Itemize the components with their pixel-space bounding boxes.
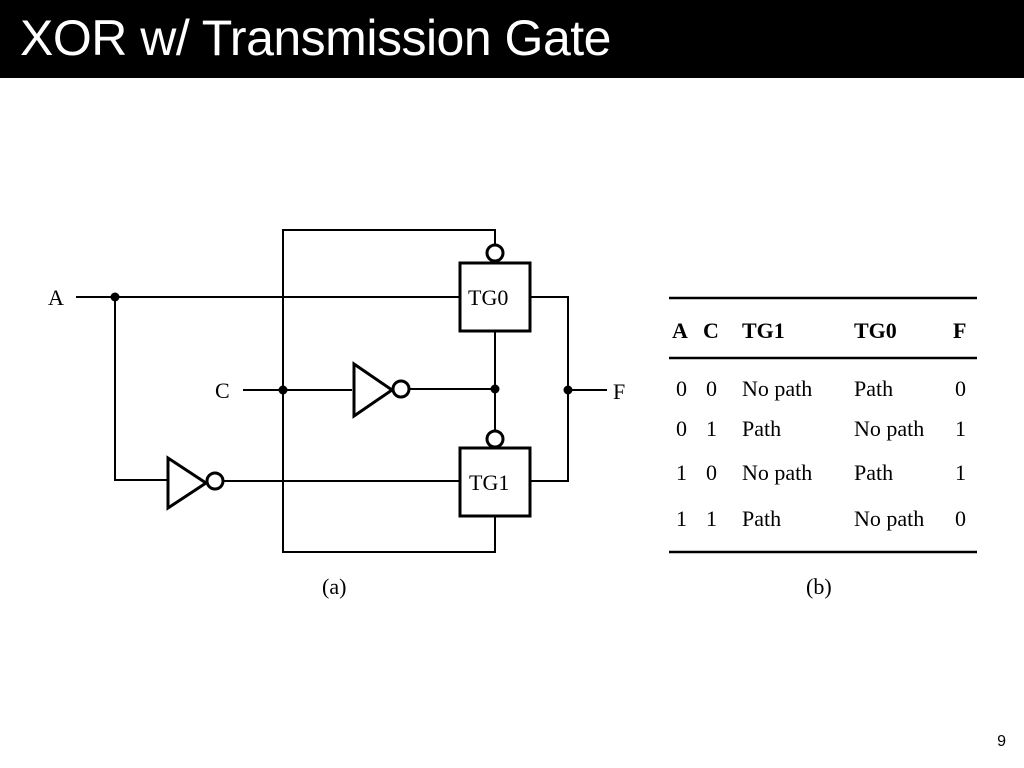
table-row-3-f: 0 xyxy=(955,506,966,531)
junction-a xyxy=(110,292,120,302)
table-row-1-f: 1 xyxy=(955,416,966,441)
caption-b: (b) xyxy=(806,574,832,599)
table-header-tg1: TG1 xyxy=(742,318,785,343)
table-row-2-f: 1 xyxy=(955,460,966,485)
table-row-0-tg0: Path xyxy=(854,376,893,401)
title-bar: XOR w/ Transmission Gate xyxy=(0,0,1024,78)
table-row-1-tg0: No path xyxy=(854,416,924,441)
inverter-a-bubble xyxy=(205,471,225,491)
slide-title: XOR w/ Transmission Gate xyxy=(20,10,611,66)
caption-a: (a) xyxy=(322,574,346,599)
junction-mid xyxy=(490,384,500,394)
table-row-3-a: 1 xyxy=(676,506,687,531)
label-c: C xyxy=(215,378,230,403)
table-row-2-tg0: Path xyxy=(854,460,893,485)
table-row-3-c: 1 xyxy=(706,506,717,531)
label-f: F xyxy=(613,379,625,404)
page-number: 9 xyxy=(997,733,1006,750)
table-row-0-a: 0 xyxy=(676,376,687,401)
label-a: A xyxy=(48,285,64,310)
table-row-2-tg1: No path xyxy=(742,460,812,485)
wire-tg0-out xyxy=(530,296,569,390)
table-header-f: F xyxy=(953,318,966,343)
wire-c-loop xyxy=(282,229,496,390)
inverter-a-icon xyxy=(166,455,209,511)
tg1-bubble xyxy=(485,429,505,449)
table-row-0-c: 0 xyxy=(706,376,717,401)
table-row-2-a: 1 xyxy=(676,460,687,485)
table-row-1-tg1: Path xyxy=(742,416,781,441)
wire-c-loop-bottom xyxy=(282,390,496,553)
wire-tg1-out xyxy=(530,390,569,482)
table-row-2-c: 0 xyxy=(706,460,717,485)
table-row-0-f: 0 xyxy=(955,376,966,401)
inverter-c-icon xyxy=(352,361,395,419)
wire-a-branch xyxy=(114,297,168,481)
table-row-1-a: 0 xyxy=(676,416,687,441)
table-row-3-tg0: No path xyxy=(854,506,924,531)
table-row-1-c: 1 xyxy=(706,416,717,441)
junction-c xyxy=(278,385,288,395)
table-header-tg0: TG0 xyxy=(854,318,897,343)
tg0-bubble xyxy=(485,243,505,263)
circuit-diagram xyxy=(76,229,607,553)
table-header-c: C xyxy=(703,318,719,343)
table-row-3-tg1: Path xyxy=(742,506,781,531)
junction-dots xyxy=(110,292,573,395)
label-tg0: TG0 xyxy=(468,285,508,310)
table-header-a: A xyxy=(672,318,688,343)
table-row-0-tg1: No path xyxy=(742,376,812,401)
junction-f xyxy=(563,385,573,395)
label-tg1: TG1 xyxy=(469,470,509,495)
inverter-c-bubble xyxy=(391,379,411,399)
truth-table: A C TG1 TG0 F 0 0 No path Path 0 0 1 Pat… xyxy=(669,296,977,599)
